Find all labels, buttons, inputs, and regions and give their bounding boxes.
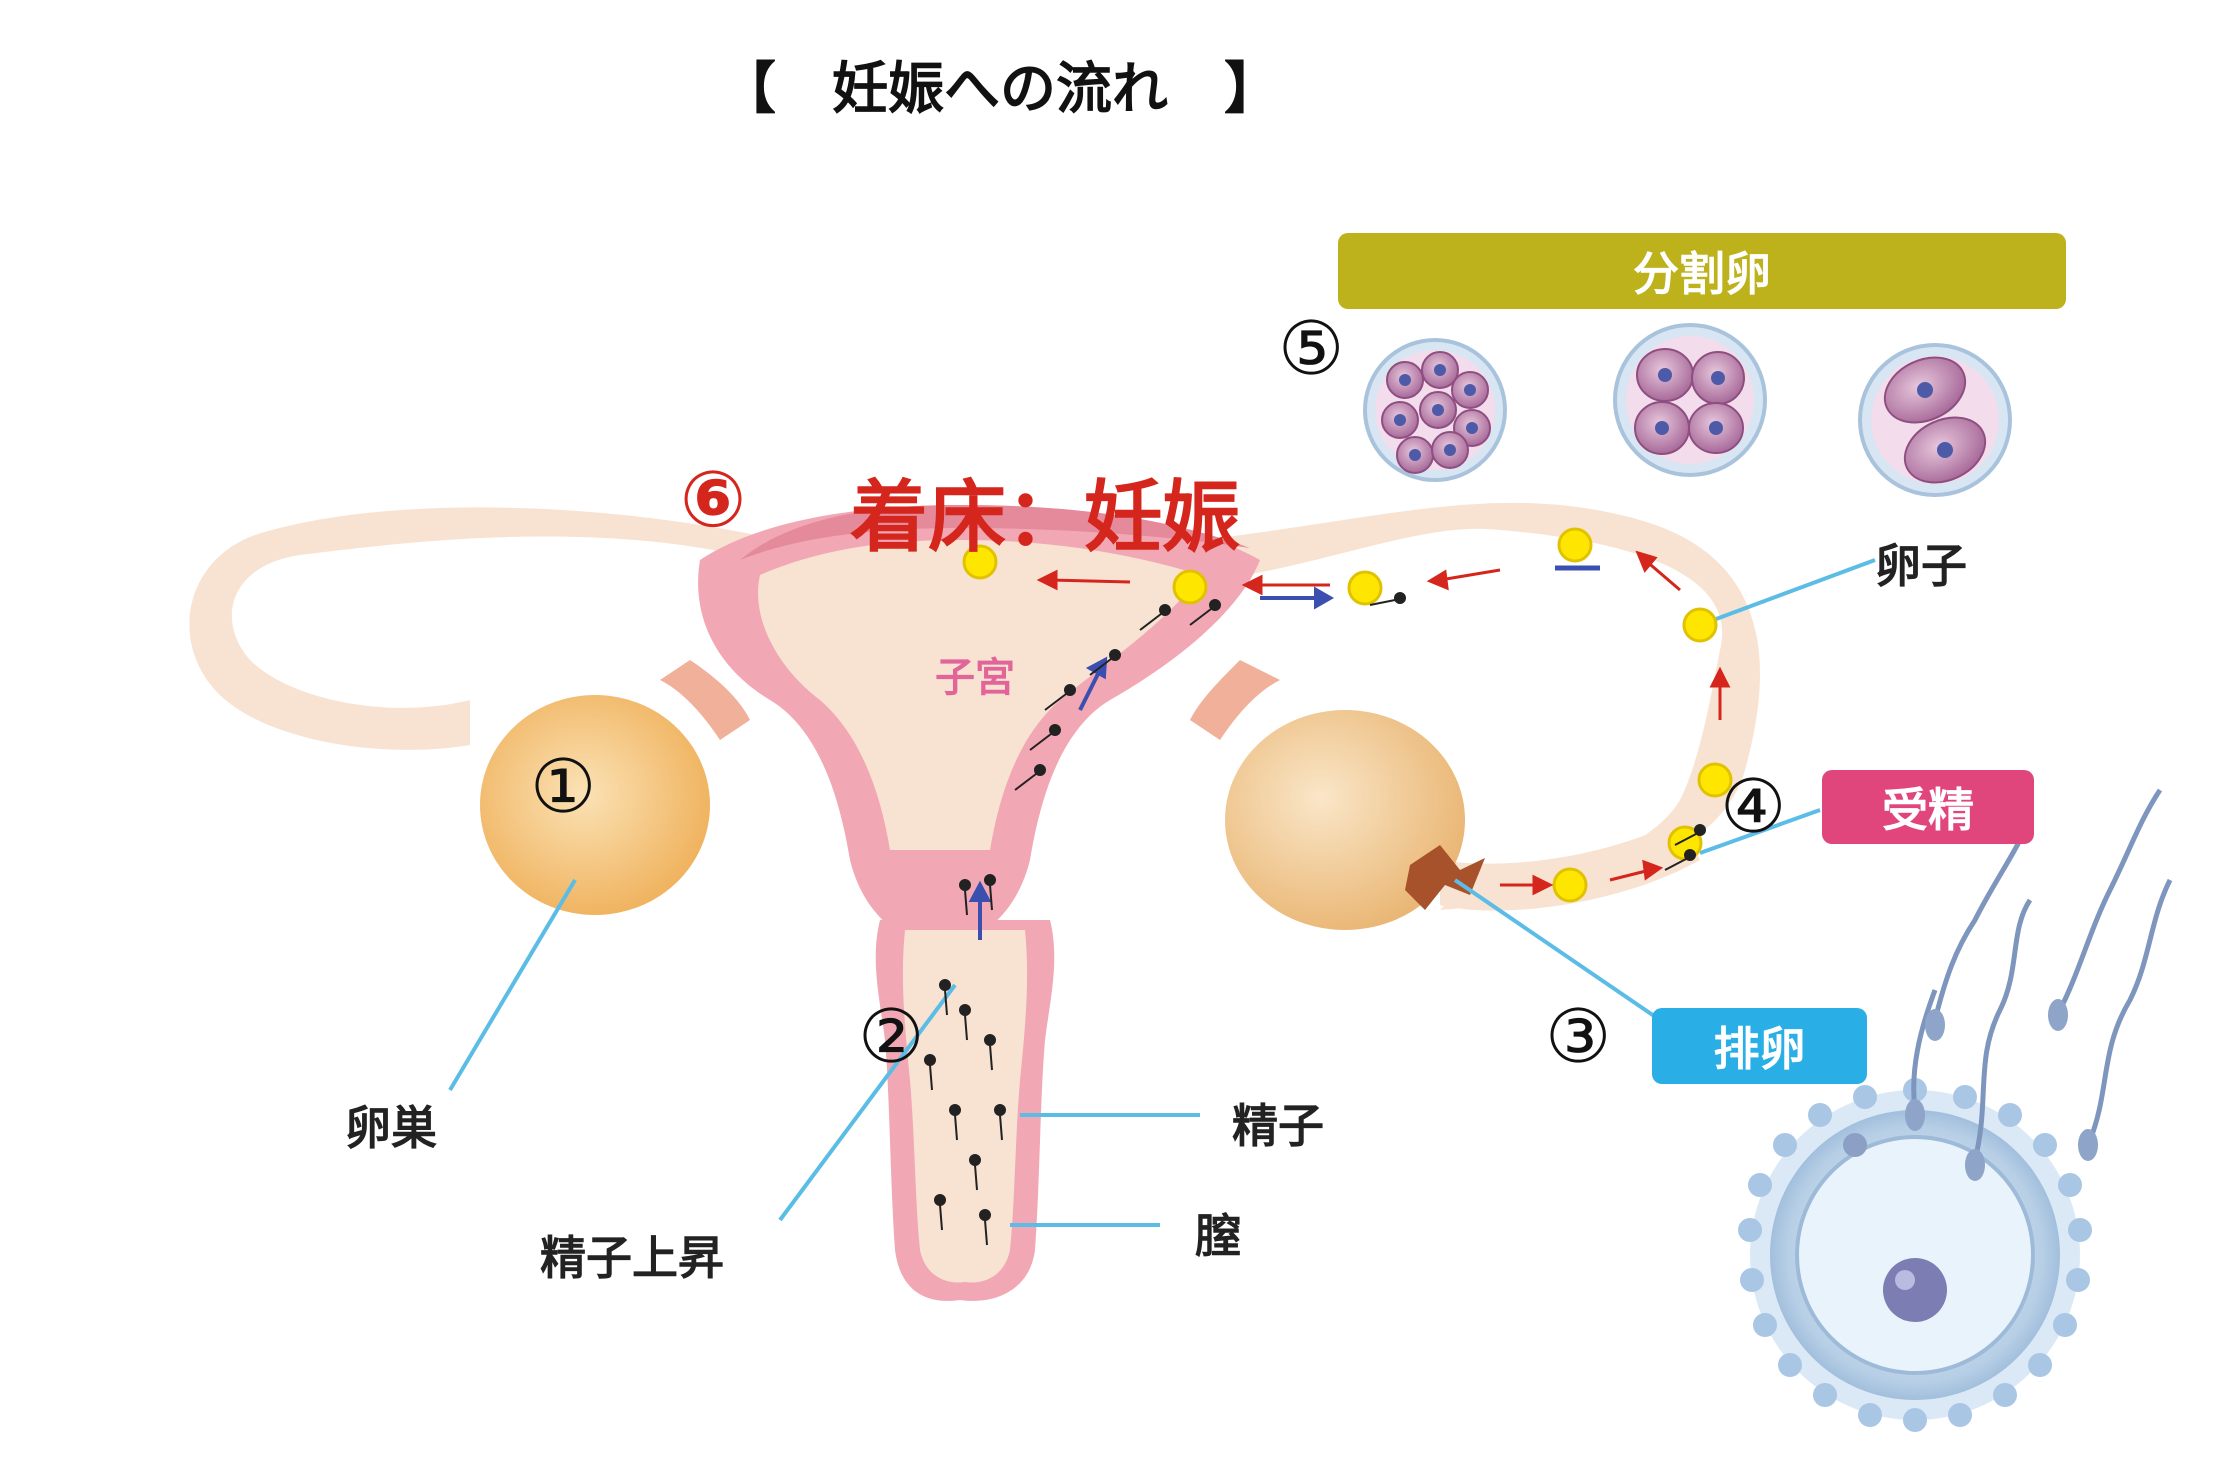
fertilization-banner-label: 受精 (1882, 783, 1974, 837)
cleavage-egg-morula (1363, 338, 1507, 482)
step-4-number: ④ (1720, 764, 1787, 850)
left-fallopian-tube (189, 507, 780, 750)
right-ovary (1225, 710, 1465, 930)
egg-label: 卵子 (1875, 539, 1967, 593)
cleavage-banner: 分割卵 (1338, 233, 2066, 309)
step-1-number: ① (530, 744, 597, 830)
cleavage-egg-4cell (1613, 323, 1767, 477)
step-6-number: ⑥ (680, 455, 747, 545)
fertilization-egg-illustration (1738, 788, 2173, 1432)
diagram-title: 【 妊娠への流れ 】 (720, 57, 1280, 122)
cleavage-banner-label: 分割卵 (1633, 247, 1771, 301)
sperm-ascent-label: 精子上昇 (540, 1231, 724, 1285)
implantation-label: 着床：妊娠 (850, 473, 1241, 563)
uterus-label: 子宮 (935, 655, 1015, 701)
vagina-label: 膣 (1195, 1209, 1241, 1263)
step-2-number: ② (858, 994, 925, 1080)
ovulation-banner: 排卵 (1652, 1008, 1867, 1084)
ruptured-follicle (1405, 845, 1485, 910)
step-3-number: ③ (1545, 994, 1612, 1080)
fertilization-banner: 受精 (1822, 770, 2034, 844)
ovulation-banner-label: 排卵 (1713, 1022, 1806, 1076)
ovary-label: 卵巣 (345, 1101, 437, 1155)
sperm-label: 精子 (1232, 1099, 1324, 1153)
right-fallopian-tube (1180, 502, 1760, 910)
cleavage-egg-2cell (1858, 343, 2012, 497)
step-5-number: ⑤ (1278, 306, 1345, 392)
left-ovary (480, 695, 710, 915)
